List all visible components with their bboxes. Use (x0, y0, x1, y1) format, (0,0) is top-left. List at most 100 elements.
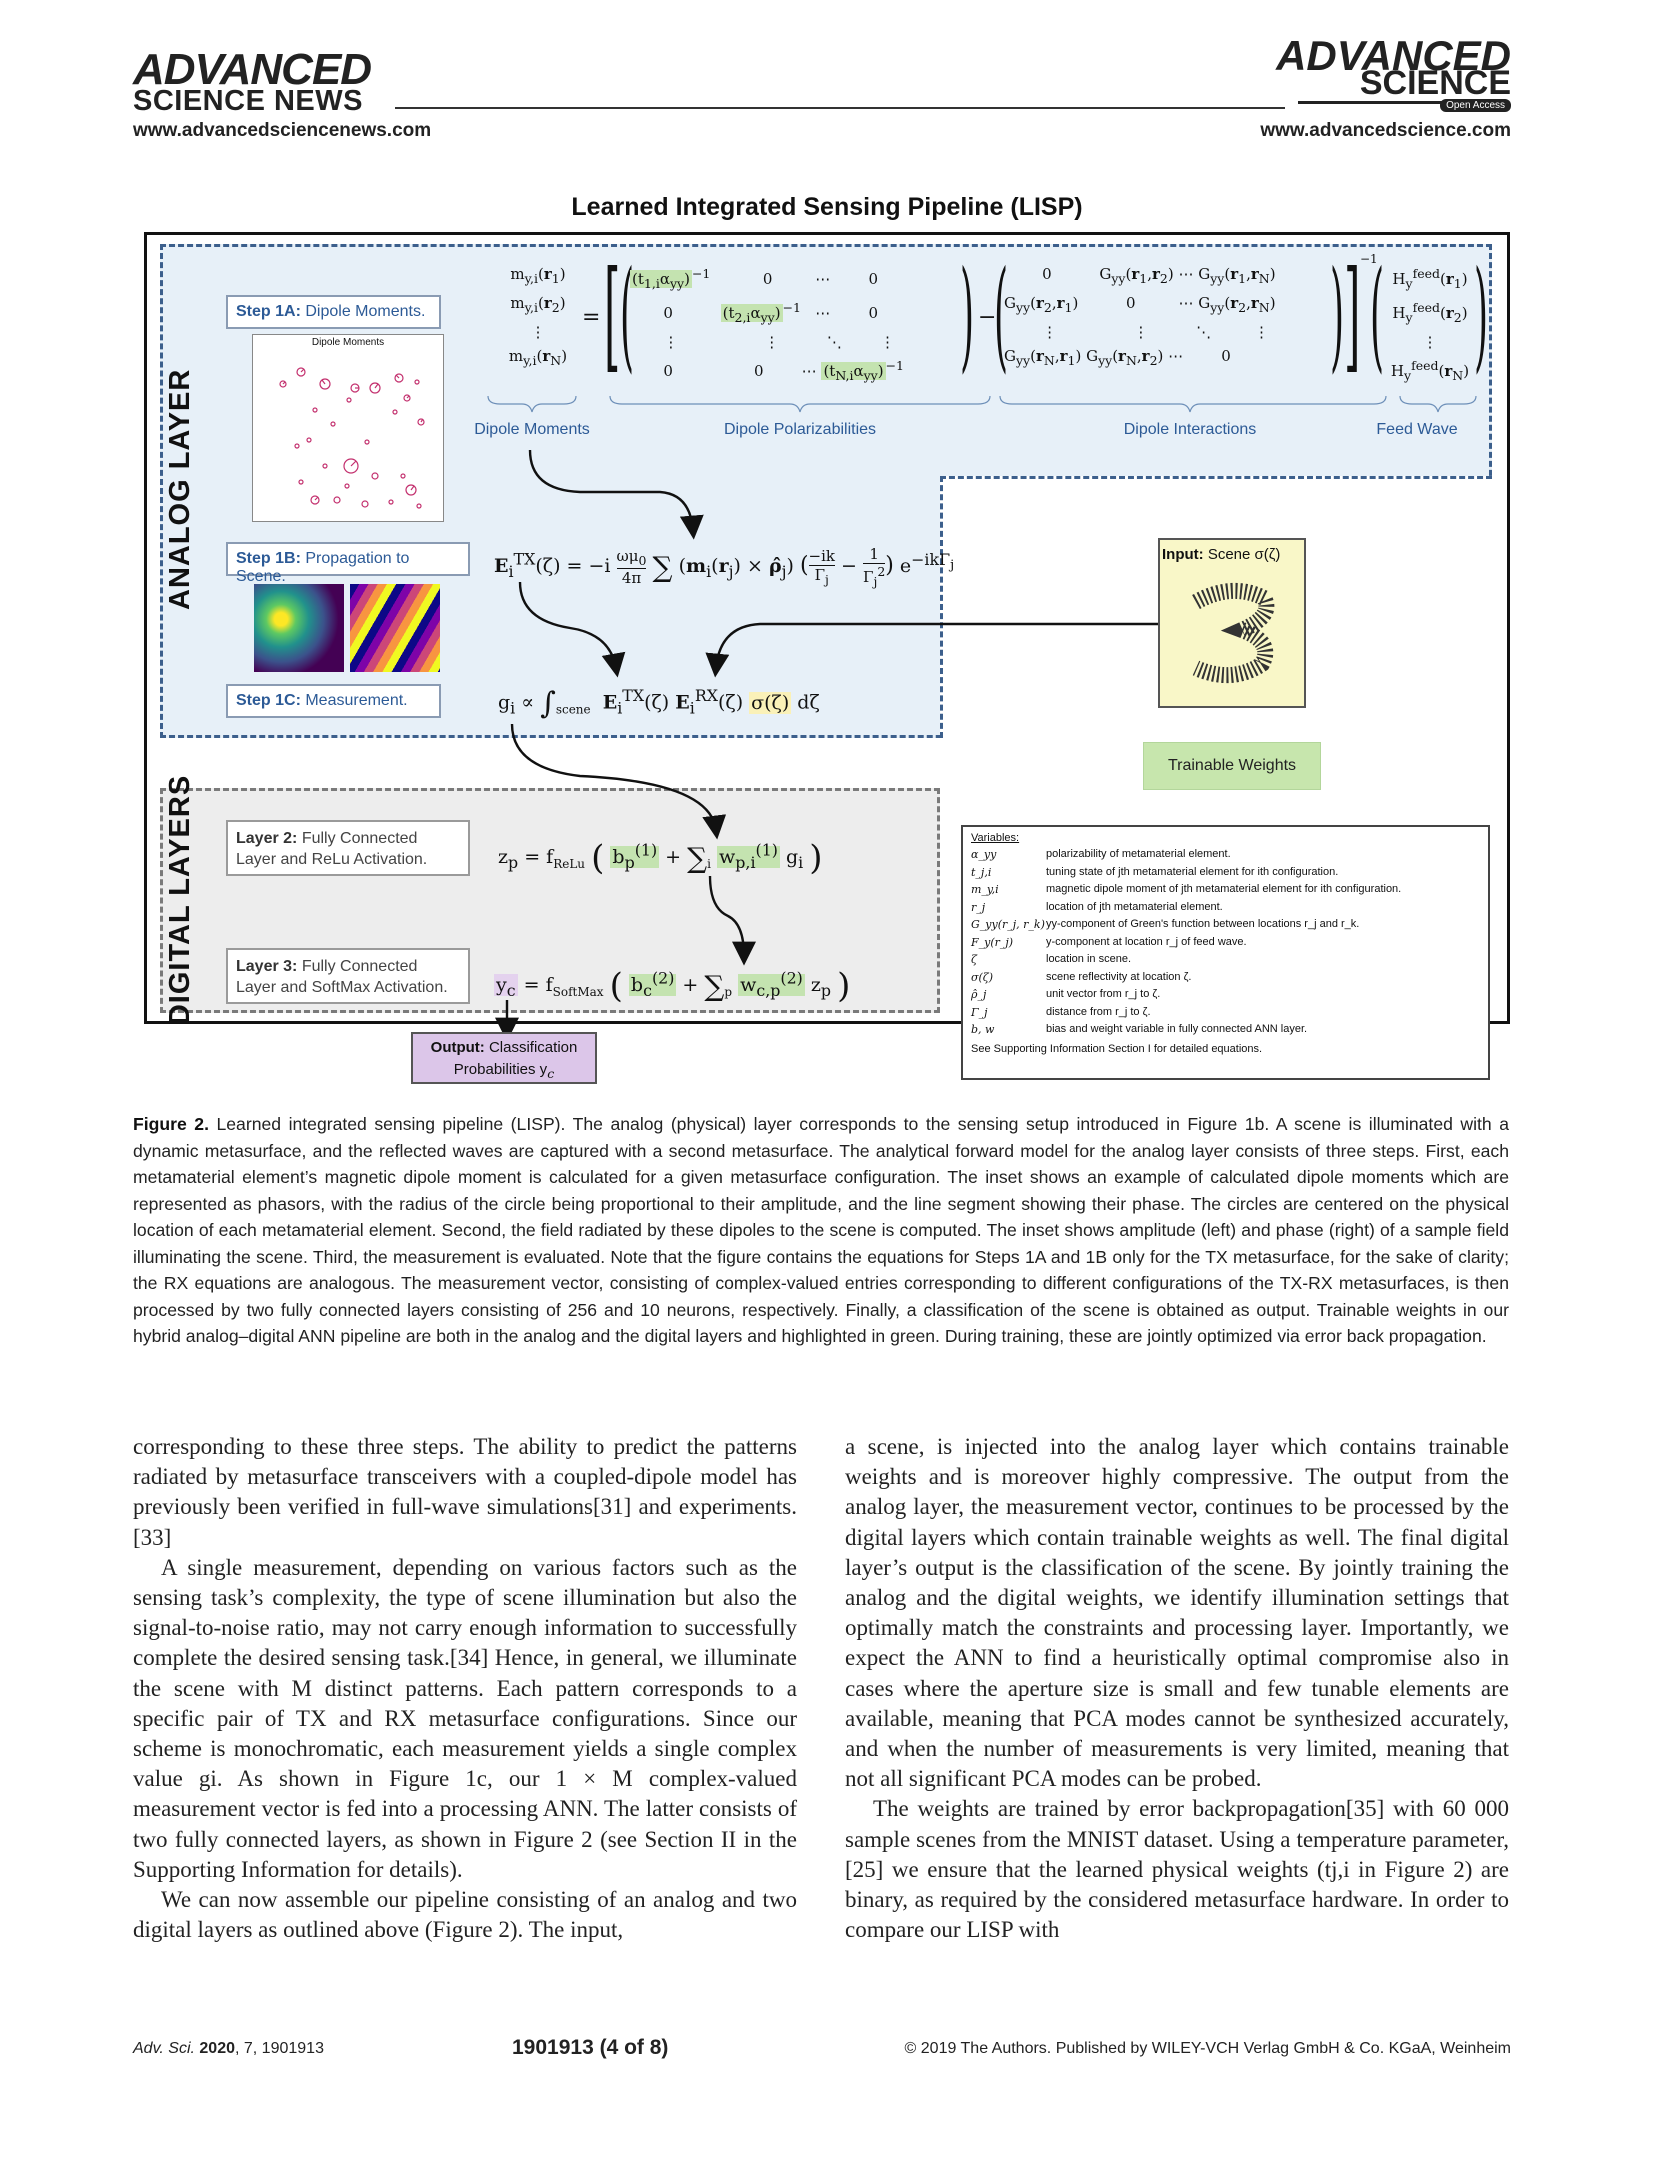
footer-copyright: © 2019 The Authors. Published by WILEY-V… (904, 2040, 1511, 2057)
output-label-subscript: c (547, 1066, 555, 1081)
variable-description: polarizability of metamaterial element. (1046, 848, 1231, 860)
step-1a-box: Step 1A: Dipole Moments. (226, 295, 441, 329)
variable-symbol: F_y(r_j) (971, 935, 1014, 949)
output-classification-box: Output: Classification Probabilities yc (411, 1032, 597, 1084)
body-right-column: a scene, is injected into the analog lay… (845, 1432, 1509, 1945)
right-logo-rule (1298, 101, 1508, 104)
inverse-exponent: −1 (1360, 252, 1378, 266)
figure-caption: Figure 2. Learned integrated sensing pip… (133, 1111, 1509, 1350)
paren-close: ) (960, 246, 975, 385)
variable-symbol: ρ̂_j (971, 988, 987, 1001)
equals-sign: = (582, 305, 601, 330)
journal-logo-advanced: ADVANCED (133, 45, 372, 94)
step-1c-box: Step 1C: Measurement. (226, 684, 441, 718)
layer-2-box: Layer 2: Fully Connected Layer and ReLu … (226, 820, 470, 876)
dipole-phasor-plot (279, 367, 425, 509)
header-rule (395, 107, 1285, 109)
equation-layer-2: zp = fReLu ( bp(1) + ∑i wp,i(1) gi ) (498, 838, 823, 878)
caption-text: Learned integrated sensing pipeline (LIS… (133, 1114, 1510, 1346)
output-label-bold: Output: (430, 1039, 485, 1056)
step-1c-title: Step 1C: (236, 692, 301, 709)
variable-row: F_y(r_j) y-component at location r_j of f… (963, 934, 1488, 952)
variable-description: magnetic dipole moment of jth metamateri… (1046, 883, 1402, 895)
layer-3-text: Fully Connected Layer and SoftMax Activa… (236, 958, 448, 996)
variables-footer: See Supporting Information Section I for… (971, 1042, 1263, 1055)
trainable-weights-legend: Trainable Weights (1143, 742, 1321, 790)
paren-close-3: ) (1474, 246, 1489, 385)
variable-row: Γ_j distance from r_j to ζ. (963, 1004, 1488, 1022)
dipole-moments-inset: Dipole Moments (252, 334, 444, 522)
analog-layer-label: ANALOG LAYER (164, 368, 196, 610)
variable-row: r_j location of jth metamaterial element. (963, 899, 1488, 917)
variable-symbol: m_y,i (971, 883, 999, 896)
paren-close-2: ) (1330, 246, 1345, 385)
variable-description: distance from r_j to ζ. (1046, 1005, 1151, 1018)
field-phase-image (350, 584, 440, 672)
variable-row: ρ̂_j unit vector from r_j to ζ. (963, 986, 1488, 1004)
variable-row: σ(ζ)scene reflectivity at location ζ. (963, 969, 1488, 987)
inset-title: Dipole Moments (311, 337, 385, 348)
paren-open-3: ( (1370, 246, 1385, 385)
bracket-open: [ (604, 246, 621, 385)
layer-3-box: Layer 3: Fully Connected Layer and SoftM… (226, 948, 470, 1004)
variable-row: t_j,i tuning state of jth metamaterial el… (963, 864, 1488, 882)
variable-symbol: σ(ζ) (971, 970, 994, 984)
equation-layer-3: yc = fSoftMax ( bc(2) + ∑p wc,p(2) zp ) (494, 966, 851, 1006)
step-1a-title: Step 1A: (236, 303, 301, 320)
polarizability-matrix: (t1,iαyy)−1 0 ⋯ 0 0 (t2,iαyy)−1 ⋯ 0 ⋮ ⋮ … (630, 266, 904, 383)
open-access-badge: Open Access (1440, 99, 1511, 112)
layer-2-title: Layer 2: (236, 830, 298, 847)
right-logo-science: SCIENCE (1359, 64, 1511, 102)
variable-row: G_yy(r_j, r_k)yy-component of Green's fu… (963, 916, 1488, 934)
label-dipole-polarizabilities: Dipole Polarizabilities (723, 421, 877, 438)
variable-description: tuning state of jth metamaterial element… (1046, 865, 1339, 878)
input-label-text: Scene σ(ζ) (1203, 546, 1281, 563)
right-paragraph-2: The weights are trained by error backpro… (845, 1796, 1509, 1943)
step-1b-title: Step 1B: (236, 550, 301, 567)
bracket-close: ] (1344, 246, 1361, 385)
right-paragraph-1: a scene, is injected into the analog lay… (845, 1434, 1509, 1792)
equation-step-1c: gi ∝ ∫scene EiTX(ζ) EiRX(ζ) σ(ζ) dζ (498, 686, 820, 721)
footer-journal: Adv. Sci. (133, 2040, 195, 2057)
minus-sign: − (978, 305, 997, 330)
paren-open-2: ( (994, 246, 1009, 385)
digital-layers-label: DIGITAL LAYERS (164, 774, 196, 1026)
header-right-url[interactable]: www.advancedscience.com (1260, 120, 1511, 141)
variable-symbol: α_yy (971, 848, 997, 861)
step-1a-text: Dipole Moments. (300, 303, 426, 320)
header-left-url[interactable]: www.advancedsciencenews.com (133, 120, 432, 141)
variable-description: location of jth metamaterial element. (1046, 900, 1223, 913)
step-1b-box: Step 1B: Propagation to Scene. (226, 542, 470, 585)
body-left-column: corresponding to these three steps. The … (133, 1432, 797, 1945)
label-dipole-interactions: Dipole Interactions (1123, 421, 1257, 438)
variable-symbol: r_j (971, 900, 986, 914)
layer-2-text: Fully Connected Layer and ReLu Activatio… (236, 830, 428, 868)
layer-3-title: Layer 3: (236, 958, 298, 975)
group-braces (487, 395, 1477, 413)
figure-frame (144, 232, 1510, 1024)
feed-wave-vector: Hyfeed(r1)Hyfeed(r2)⋮Hyfeed(rN) (1390, 266, 1470, 383)
step-1b-text: Propagation to Scene. (236, 550, 410, 585)
interaction-matrix: 0 Gyy(r1,r2) ⋯ Gyy(r1,rN) Gyy(r2,r1) 0 ⋯… (1004, 265, 1276, 368)
label-feed-wave: Feed Wave (1376, 421, 1458, 438)
variable-row: α_yy polarizability of metamaterial eleme… (963, 846, 1488, 864)
output-label-text: Classification Probabilities y (453, 1039, 578, 1078)
variables-list: α_yy polarizability of metamaterial eleme… (963, 846, 1488, 1039)
variable-symbol: Γ_j (971, 1005, 988, 1019)
footer-year: 2020 (199, 2040, 235, 2057)
field-amplitude-image (254, 584, 344, 672)
variable-symbol: t_j,i (971, 865, 992, 879)
variable-row: m_y,i magnetic dipole moment of jth metam… (963, 881, 1488, 899)
variable-description: y-component at location r_j of feed wave… (1046, 935, 1247, 948)
variable-symbol: b, w (971, 1023, 995, 1036)
dipole-moment-vector: my,i(r1)my,i(r2)⋮my,i(rN) (508, 265, 568, 368)
variable-description: location in scene. (1046, 953, 1131, 965)
variable-description: unit vector from r_j to ζ. (1046, 988, 1161, 1000)
figure-title: Learned Integrated Sensing Pipeline (LIS… (571, 193, 1083, 221)
footer-page-number: 1901913 (4 of 8) (512, 2036, 669, 2059)
step-1c-text: Measurement. (300, 692, 408, 709)
variable-symbol: G_yy(r_j, r_k) (971, 918, 1045, 931)
